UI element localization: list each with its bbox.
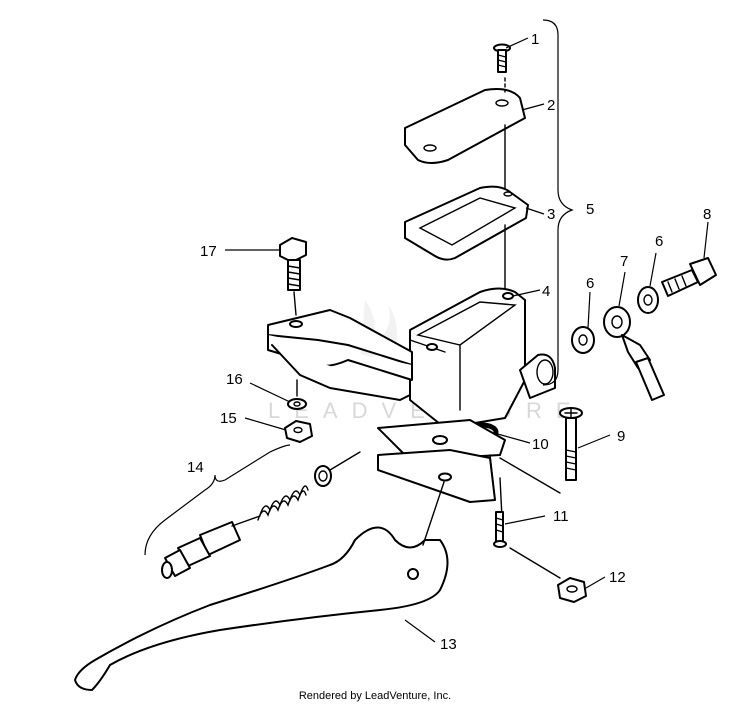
alignment-line: [293, 291, 297, 316]
master-cylinder-body-part[interactable]: [409, 287, 556, 429]
callout-10: 10: [532, 436, 549, 453]
alignment-line: [509, 547, 561, 579]
clamp-nut-part[interactable]: [284, 420, 313, 443]
leader-9: [577, 434, 611, 449]
callout-6-right: 6: [655, 233, 663, 250]
leader-13: [404, 619, 436, 643]
lever-pivot-screw-part[interactable]: [493, 511, 507, 548]
lever-nut-part[interactable]: [557, 577, 587, 603]
cover-screw-part[interactable]: [493, 43, 511, 73]
callout-11: 11: [553, 508, 569, 525]
callout-17: 17: [200, 243, 217, 260]
callout-6-left: 6: [586, 275, 594, 292]
callout-4: 4: [542, 283, 550, 300]
crush-washer-part[interactable]: [571, 326, 595, 354]
diaphragm-gasket-part[interactable]: [404, 185, 529, 261]
leader-6b: [649, 252, 657, 287]
callout-3: 3: [547, 206, 555, 223]
callout-9: 9: [617, 428, 625, 445]
brace-5: [542, 19, 574, 386]
footer-credit: Rendered by LeadVenture, Inc.: [298, 690, 452, 702]
callout-7: 7: [620, 253, 628, 270]
callout-12: 12: [609, 569, 626, 586]
leader-11: [504, 515, 546, 525]
clamp-washer-part[interactable]: [287, 398, 307, 410]
pivot-bolt-part[interactable]: [559, 407, 583, 481]
callout-13: 13: [440, 636, 457, 653]
leader-8: [703, 221, 709, 259]
clamp-bolt-part[interactable]: [279, 237, 307, 291]
piston-assembly-part[interactable]: [161, 465, 332, 579]
reservoir-cover-part[interactable]: [404, 88, 526, 164]
callout-2: 2: [547, 97, 555, 114]
leader-15: [244, 417, 287, 431]
alignment-line: [422, 481, 445, 546]
leader-3: [525, 207, 545, 215]
leader-6a: [587, 291, 591, 329]
leader-2: [521, 103, 545, 111]
leader-7: [618, 271, 626, 307]
callout-14: 14: [187, 459, 204, 476]
alignment-line: [499, 457, 561, 494]
callout-8: 8: [703, 206, 711, 223]
leader-10: [493, 432, 531, 444]
lever-bracket-part[interactable]: [377, 419, 506, 503]
banjo-fitting-part[interactable]: [603, 306, 665, 401]
leader-1: [505, 37, 529, 49]
banjo-bolt-part[interactable]: [661, 257, 717, 297]
brake-lever-part[interactable]: [74, 526, 449, 691]
brace-14: [144, 444, 291, 556]
callout-16: 16: [226, 371, 243, 388]
callout-15: 15: [220, 410, 237, 427]
leader-4: [512, 289, 541, 297]
leader-16: [249, 382, 291, 403]
callout-1: 1: [531, 31, 539, 48]
handlebar-clamp-part[interactable]: [267, 309, 413, 401]
alignment-line: [329, 451, 361, 471]
crush-washer-part[interactable]: [637, 286, 659, 314]
leader-12: [585, 576, 606, 589]
callout-5: 5: [586, 201, 594, 218]
